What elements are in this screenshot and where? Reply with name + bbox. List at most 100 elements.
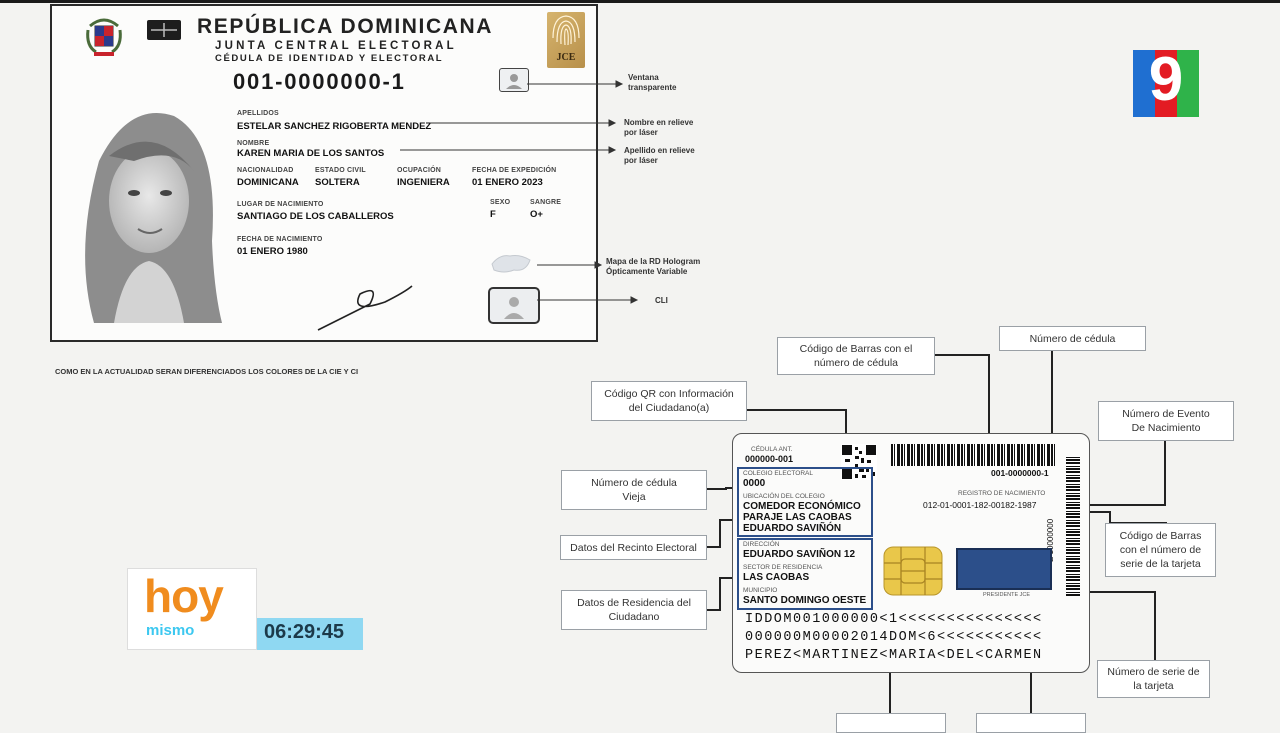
note-nombre-line-2: por láser [624,128,658,137]
callout-qr-line-1: Código QR con Información [604,388,734,400]
presidente-label: PRESIDENTE JCE [983,592,1031,598]
callout-serie-tarjeta-line-2: la tarjeta [1133,680,1174,692]
colegio-value: 0000 [743,478,766,489]
callout-numero-cedula: Número de cédula [999,326,1146,351]
apellidos-value: ESTELAR SANCHEZ RIGOBERTA MENDEZ [237,121,432,132]
nombre-value: KAREN MARIA DE LOS SANTOS [237,148,385,159]
direccion-value: EDUARDO SAVIÑON 12 [743,549,856,560]
chip-icon [883,546,943,596]
callout-qr-line-2: del Ciudadano(a) [628,402,710,414]
note-ventana: Ventana transparente [628,73,676,93]
callout-residencia-line-1: Datos de Residencia del [577,597,691,609]
sexo-value: F [490,209,496,220]
ghost-portrait-icon [504,297,524,319]
sector-value: LAS CAOBAS [743,572,810,583]
note-nombre-line-1: Nombre en relieve [624,118,694,127]
nacionalidad-value: DOMINICANA [237,177,299,188]
clock-time: 06:29:45 [264,621,345,643]
colegio-label: COLEGIO ELECTORAL [743,470,813,477]
sangre-value: O+ [530,209,543,220]
caption: COMO EN LA ACTUALIDAD SERAN DIFERENCIADO… [55,367,359,376]
ubicacion-line-2: PARAJE LAS CAOBAS [743,512,852,523]
note-cli: CLI [655,296,668,305]
callout-barcode-serie-line-2: con el número de [1119,544,1202,556]
lugar-nacimiento-value: SANTIAGO DE LOS CABALLEROS [237,211,394,222]
callout-barcode-serie-line-1: Código de Barras [1119,530,1202,542]
note-ventana-line-1: Ventana [628,73,659,82]
callout-barcode-cedula-line-2: número de cédula [813,357,899,369]
callout-qr: Código QR con Información del Ciudadano(a… [591,381,747,421]
show-logo-hoy: hoy [144,570,224,622]
municipio-value: SANTO DOMINGO OESTE [743,595,867,606]
hologram-map-icon [491,255,531,273]
transparent-window [499,68,529,92]
cedula-ant-label: CÉDULA ANT. [751,446,793,453]
signature [317,285,413,331]
registro-label: REGISTRO DE NACIMIENTO [958,490,1046,497]
channel-logo-icon [1133,50,1199,117]
back-id-number: 001-0000000-1 [991,468,1049,478]
jce-logo-text: JCE [556,52,576,63]
mrz-line-1: IDDOM001000000<1<<<<<<<<<<<<<<< [745,612,1043,627]
ubicacion-label: UBICACIÓN DEL COLEGIO [743,493,825,500]
callout-serie-tarjeta: Número de serie de la tarjeta [1097,660,1210,698]
mrz-line-2: 000000M00002014DOM<6<<<<<<<<<<< [745,630,1043,645]
callout-barcode-cedula-line-1: Código de Barras con el [799,343,913,355]
sexo-label: SEXO [490,199,511,206]
note-apellido-line-1: Apellido en relieve [624,146,695,155]
note-mapa-line-2: Ópticamente Variable [606,267,688,276]
callout-evento-line-1: Número de Evento [1122,408,1210,420]
nombre-label: NOMBRE [237,140,270,147]
sector-label: SECTOR DE RESIDENCIA [743,564,823,571]
channel-logo: 9 [1133,45,1199,117]
institution-title: JUNTA CENTRAL ELECTORAL [215,40,457,52]
nacionalidad-label: NACIONALIDAD [237,167,294,174]
direccion-label: DIRECCIÓN [743,541,780,548]
hologram-panel [956,548,1052,590]
fecha-expedicion-value: 01 ENERO 2023 [472,177,543,188]
show-logo-mismo: mismo [146,622,195,639]
ubicacion-line-3: EDUARDO SAVIÑÓN [743,523,842,534]
apellidos-label: APELLIDOS [237,110,279,117]
flag-emblem-icon [147,20,181,40]
electoral-info-box [737,467,873,537]
residence-info-box [737,538,873,610]
id-card-front: REPÚBLICA DOMINICANA JUNTA CENTRAL ELECT… [50,4,598,342]
callout-bottom-left [836,713,946,733]
ocupacion-label: OCUPACIÓN [397,167,442,174]
jce-logo: JCE [547,12,585,68]
fecha-expedicion-label: FECHA DE EXPEDICIÓN [472,167,557,174]
ubicacion-line-1: COMEDOR ECONÓMICO [743,501,861,512]
channel-number: 9 [1148,45,1184,114]
ubicacion-value: COMEDOR ECONÓMICO PARAJE LAS CAOBAS EDUA… [743,501,861,534]
coat-of-arms-icon [86,18,122,56]
id-card-back: CÉDULA ANT. 000000-001 COLEGIO ELECTORAL… [732,433,1090,673]
cli-ghost-image [488,287,540,324]
registro-value: 012-01-0001-182-00182-1987 [923,500,1037,510]
callout-cedula-vieja-line-2: Vieja [622,491,646,503]
country-title: REPÚBLICA DOMINICANA [197,15,494,38]
callout-cedula-vieja-line-1: Número de cédula [591,477,677,489]
callout-residencia-line-2: Ciudadano [608,611,660,623]
note-apellido-relieve: Apellido en relieve por láser [624,146,695,166]
municipio-label: MUNICIPIO [743,587,778,594]
note-apellido-line-2: por láser [624,156,658,165]
clock-bar: 06:29:45 [257,618,363,650]
mrz-line-3: PEREZ<MARTINEZ<MARIA<DEL<CARMEN [745,648,1043,663]
barcode-serie [1066,456,1080,596]
barcode-cedula [891,444,1055,466]
lugar-nacimiento-label: LUGAR DE NACIMIENTO [237,201,324,208]
callout-evento-nacimiento: Número de Evento De Nacimiento [1098,401,1234,441]
note-ventana-line-2: transparente [628,83,677,92]
document-type-title: CÉDULA DE IDENTIDAD Y ELECTORAL [215,53,444,64]
top-border [0,0,1280,3]
callout-barcode-cedula: Código de Barras con el número de cédula [777,337,935,375]
fecha-nacimiento-label: FECHA DE NACIMIENTO [237,236,323,243]
id-number: 001-0000000-1 [233,69,406,94]
show-logo: hoy mismo [127,568,257,650]
fingerprint-icon [552,15,580,46]
callout-evento-line-2: De Nacimiento [1131,422,1201,434]
callout-serie-tarjeta-line-1: Número de serie de [1107,666,1200,678]
